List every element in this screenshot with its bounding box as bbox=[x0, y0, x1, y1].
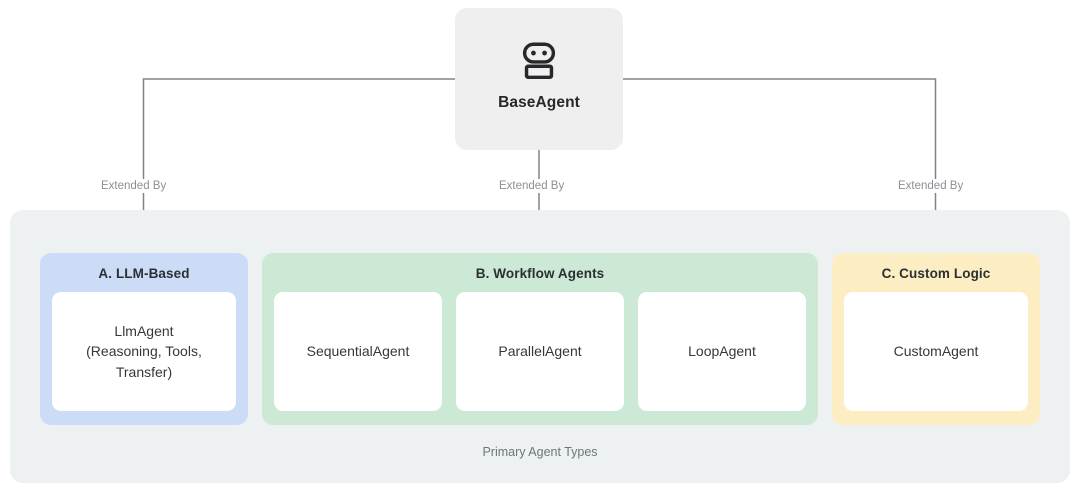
card-sequential-agent-label: SequentialAgent bbox=[306, 343, 410, 360]
base-agent-node[interactable]: BaseAgent bbox=[455, 8, 623, 150]
group-custom-logic-title: C. Custom Logic bbox=[881, 266, 991, 281]
card-loop-agent[interactable]: LoopAgent bbox=[638, 292, 806, 411]
card-llm-agent-line-3: Transfer) bbox=[115, 363, 173, 380]
card-custom-agent-label: CustomAgent bbox=[893, 343, 979, 360]
edge-label-workflow: Extended By bbox=[494, 179, 570, 193]
card-parallel-agent[interactable]: ParallelAgent bbox=[456, 292, 624, 411]
group-llm-based-title: A. LLM-Based bbox=[98, 266, 190, 281]
card-custom-agent[interactable]: CustomAgent bbox=[844, 292, 1028, 411]
robot-icon bbox=[522, 42, 556, 80]
primary-agent-types-panel: A. LLM-Based LlmAgent (Reasoning, Tools,… bbox=[10, 210, 1070, 483]
group-llm-based-cards: LlmAgent (Reasoning, Tools, Transfer) bbox=[52, 292, 236, 411]
edge-label-llm: Extended By bbox=[96, 179, 172, 193]
card-parallel-agent-label: ParallelAgent bbox=[498, 343, 582, 360]
group-workflow-agents-cards: SequentialAgent ParallelAgent LoopAgent bbox=[274, 292, 806, 411]
card-llm-agent-line-2: (Reasoning, Tools, bbox=[86, 343, 202, 360]
group-custom-logic-cards: CustomAgent bbox=[844, 292, 1028, 411]
agent-groups-row: A. LLM-Based LlmAgent (Reasoning, Tools,… bbox=[40, 253, 1040, 425]
group-custom-logic[interactable]: C. Custom Logic CustomAgent bbox=[832, 253, 1040, 425]
base-agent-label: BaseAgent bbox=[498, 94, 580, 111]
group-llm-based[interactable]: A. LLM-Based LlmAgent (Reasoning, Tools,… bbox=[40, 253, 248, 425]
card-llm-agent-line-1: LlmAgent bbox=[114, 323, 174, 340]
card-loop-agent-label: LoopAgent bbox=[688, 343, 756, 360]
edge-label-custom: Extended By bbox=[893, 179, 969, 193]
panel-caption: Primary Agent Types bbox=[482, 445, 598, 459]
group-workflow-agents[interactable]: B. Workflow Agents SequentialAgent Paral… bbox=[262, 253, 818, 425]
group-workflow-agents-title: B. Workflow Agents bbox=[475, 266, 605, 281]
card-llm-agent[interactable]: LlmAgent (Reasoning, Tools, Transfer) bbox=[52, 292, 236, 411]
card-sequential-agent[interactable]: SequentialAgent bbox=[274, 292, 442, 411]
